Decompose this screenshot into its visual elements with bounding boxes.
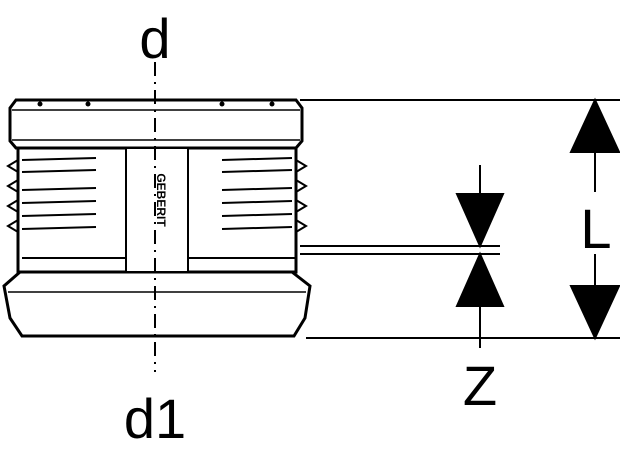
left-threads <box>6 157 296 259</box>
dimension-Z <box>455 165 505 348</box>
label-L: L <box>580 197 611 260</box>
label-d1: d1 <box>124 387 186 450</box>
right-threads <box>221 157 308 233</box>
label-d: d <box>139 7 170 70</box>
logo-band: GEBERIT <box>125 147 189 273</box>
Z-bottom-arrow <box>455 251 505 307</box>
label-Z: Z <box>463 354 497 417</box>
Z-top-arrow <box>455 193 505 249</box>
L-bottom-arrow <box>569 285 620 341</box>
extension-lines <box>300 99 620 339</box>
collar-dots <box>37 101 275 107</box>
bottom-flange <box>2 270 312 338</box>
logo-text: GEBERIT <box>154 173 168 227</box>
L-top-arrow <box>569 97 620 153</box>
